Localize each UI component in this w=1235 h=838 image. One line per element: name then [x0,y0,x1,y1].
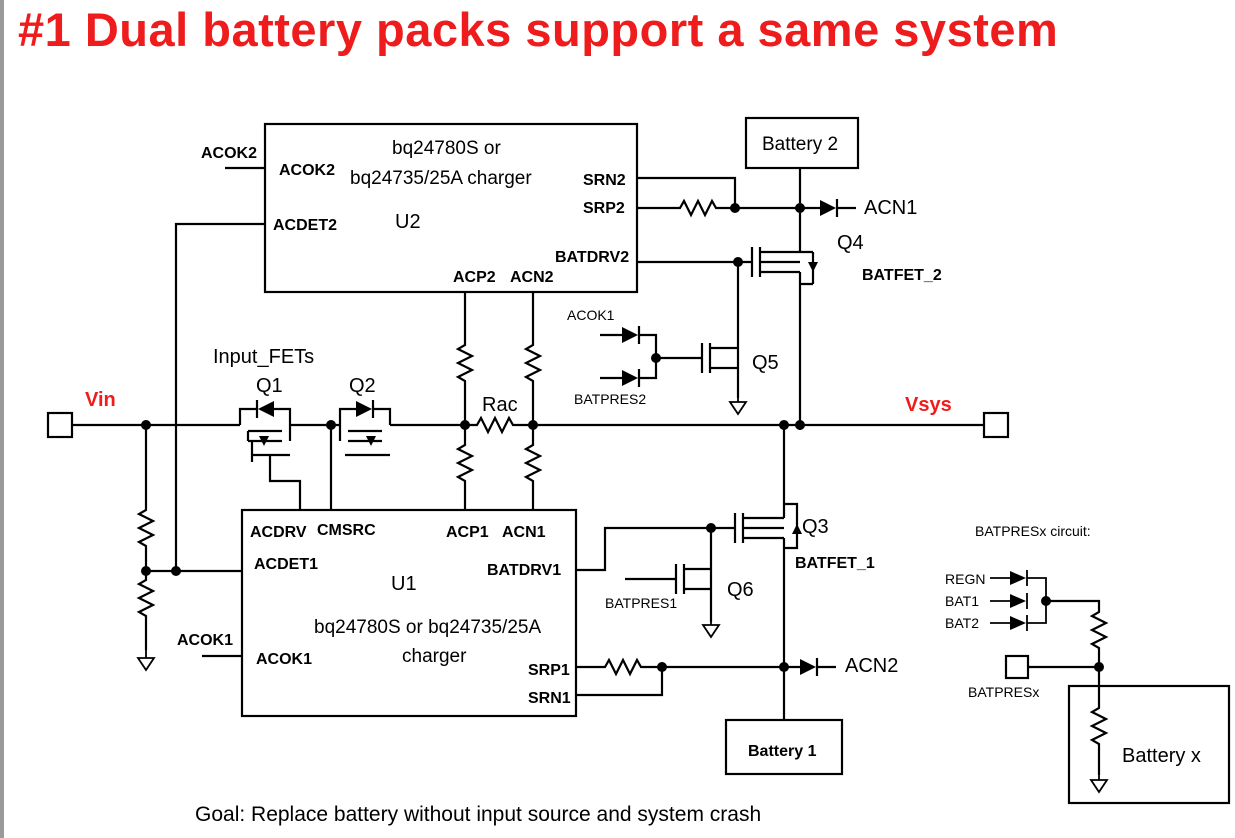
q1-label: Q1 [256,375,283,397]
acn1-label: ACN1 [864,197,917,219]
batfet1-label: BATFET_1 [795,555,875,572]
acok1-small-label: ACOK1 [567,307,615,323]
u2-pin-acn: ACN2 [510,269,554,286]
u1-pin-acp: ACP1 [446,524,489,541]
battery-x-label: Battery x [1122,745,1201,767]
vin-terminal [46,411,74,439]
battery1-box [724,718,844,776]
u1-pin-acdrv: ACDRV [250,524,307,541]
u1-pin-acn: ACN1 [502,524,546,541]
vin-label: Vin [85,389,116,411]
q2-mosfet-icon [338,400,392,457]
batfet2-label: BATFET_2 [862,267,942,284]
u2-chip-line1: bq24780S or [392,138,501,159]
srp2-sense-resistor [637,198,820,218]
batpresx-diodes-icon [990,570,1047,631]
q4-mosfet-icon [738,247,762,277]
battery-x-box [1067,684,1231,805]
q5-mosfet-icon [656,343,738,373]
acp2-resistor [455,292,475,425]
srp1-sense-resistor [576,657,800,677]
batpresx-bat1: BAT1 [945,593,979,609]
q4-label: Q4 [837,232,864,254]
u1-pin-cmsrc: CMSRC [317,522,376,539]
batpresx-bat2: BAT2 [945,615,979,631]
acp1-resistor [455,425,475,510]
vsys-label: Vsys [905,394,952,416]
u1-pin-acdet: ACDET1 [254,556,318,573]
acn2-resistor [523,292,543,425]
q1-mosfet-icon [238,400,302,510]
battery1-label: Battery 1 [748,743,817,760]
u2-pin-acdet: ACDET2 [273,217,337,234]
u1-pin-acok: ACOK1 [256,651,312,668]
battery2-label: Battery 2 [762,134,838,155]
battery-x-resistor [1089,668,1109,775]
batpresx-terminal [1004,654,1030,680]
acn2-diode-icon [800,659,816,675]
q3-mosfet-icon [733,513,745,543]
battery2-box [744,116,860,170]
input-fets-label: Input_FETs [213,346,314,368]
u2-name: U2 [395,211,421,233]
batpresx-label: BATPRESx [968,684,1039,700]
acdet-divider [136,425,156,650]
batpresx-pullup-resistor [1046,599,1109,668]
u2-pin-srp: SRP2 [583,200,625,217]
acn1-resistor [523,425,543,510]
u2-ext-acok: ACOK2 [201,145,257,162]
rac-resistor [465,415,533,435]
q6-mosfet-icon [625,564,711,594]
u2-chip-line2: bq24735/25A charger [350,168,532,189]
u1-ext-acok: ACOK1 [177,632,233,649]
batpres2-label: BATPRES2 [574,391,646,407]
acn1-diode-icon [820,200,836,216]
u1-chip-line2: charger [402,646,467,667]
u2-pin-batdrv: BATDRV2 [555,249,629,266]
slide-edge [0,0,4,838]
vsys-terminal [982,411,1010,439]
q6-label: Q6 [727,579,754,601]
acn2-label: ACN2 [845,655,898,677]
u1-charger-box [240,508,578,718]
u2-pin-acp: ACP2 [453,269,496,286]
slide-title: #1 Dual battery packs support a same sys… [18,3,1059,56]
u2-pin-srn: SRN2 [583,172,626,189]
u1-name: U1 [391,573,417,595]
u1-pin-srp: SRP1 [528,662,570,679]
q2-label: Q2 [349,375,376,397]
u1-pin-srn: SRN1 [528,690,571,707]
u1-pin-batdrv: BATDRV1 [487,562,561,579]
rac-label: Rac [482,394,518,416]
goal-caption: Goal: Replace battery without input sour… [195,803,762,826]
u1-chip-line1: bq24780S or bq24735/25A [314,617,541,638]
batpresx-title: BATPRESx circuit: [975,523,1091,539]
q3-label: Q3 [802,516,829,538]
batpresx-regn: REGN [945,571,985,587]
batpres1-label: BATPRES1 [605,595,677,611]
u2-pin-acok: ACOK2 [279,162,335,179]
q5-label: Q5 [752,352,779,374]
